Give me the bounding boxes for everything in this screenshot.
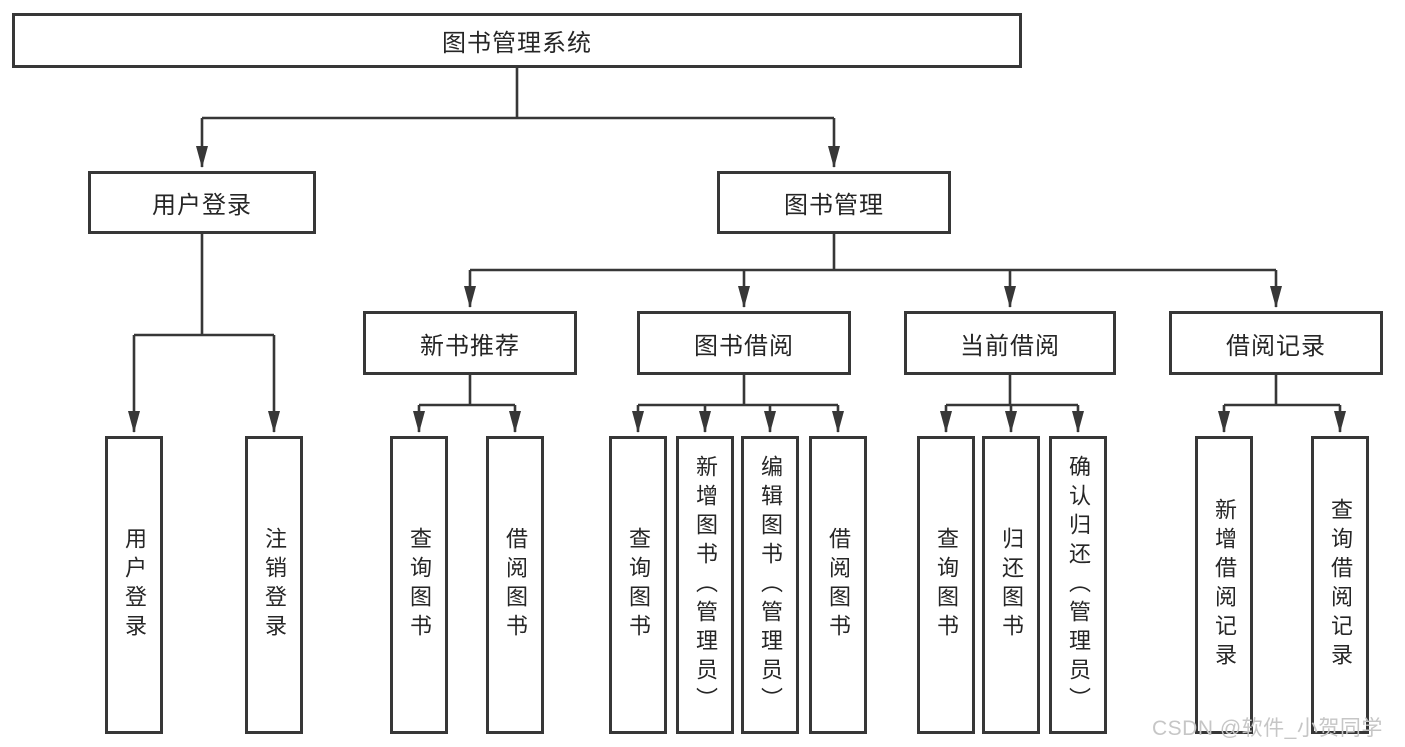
node-book-borrow-label: 图书借阅 <box>694 332 794 360</box>
leaf-borrow-query-books-label: 查询图书 <box>626 527 651 643</box>
node-current-borrow-label: 当前借阅 <box>960 332 1060 360</box>
leaf-newbook-query-books-label: 查询图书 <box>407 527 432 643</box>
leaf-records-add-record-label: 新增借阅记录 <box>1212 498 1237 672</box>
node-root-label: 图书管理系统 <box>442 30 592 57</box>
node-book-management: 图书管理 <box>717 171 951 234</box>
leaf-current-return-books: 归还图书 <box>982 436 1040 734</box>
leaf-current-confirm-return-admin-label: 确认归还（管理员） <box>1066 454 1091 716</box>
leaf-current-query-books-label: 查询图书 <box>934 527 959 643</box>
connector-book-management <box>464 234 1282 308</box>
leaf-newbook-borrow-books: 借阅图书 <box>486 436 544 734</box>
connector-book-borrow <box>632 375 844 433</box>
leaf-user-login: 用户登录 <box>105 436 163 734</box>
node-borrow-records-label: 借阅记录 <box>1226 332 1326 360</box>
leaf-borrow-add-books-admin-label: 新增图书（管理员） <box>693 454 718 716</box>
leaf-borrow-add-books-admin: 新增图书（管理员） <box>676 436 734 734</box>
connector-root <box>196 68 840 168</box>
leaf-borrow-query-books: 查询图书 <box>609 436 667 734</box>
leaf-borrow-edit-books-admin: 编辑图书（管理员） <box>741 436 799 734</box>
leaf-records-query-record: 查询借阅记录 <box>1311 436 1369 734</box>
watermark: CSDN @软件_小贺同学 <box>1152 717 1383 740</box>
leaf-borrow-borrow-books: 借阅图书 <box>809 436 867 734</box>
leaf-borrow-borrow-books-label: 借阅图书 <box>826 527 851 643</box>
node-root: 图书管理系统 <box>12 13 1022 68</box>
leaf-newbook-query-books: 查询图书 <box>390 436 448 734</box>
leaf-current-query-books: 查询图书 <box>917 436 975 734</box>
node-book-borrow: 图书借阅 <box>637 311 851 375</box>
connector-user-login <box>128 234 280 433</box>
node-current-borrow: 当前借阅 <box>904 311 1116 375</box>
leaf-logout-label: 注销登录 <box>262 527 287 643</box>
leaf-borrow-edit-books-admin-label: 编辑图书（管理员） <box>758 454 783 716</box>
node-user-login: 用户登录 <box>88 171 316 234</box>
node-new-book-recommend-label: 新书推荐 <box>420 332 520 360</box>
connector-borrow-records <box>1218 375 1346 433</box>
node-book-management-label: 图书管理 <box>784 192 884 219</box>
leaf-newbook-borrow-books-label: 借阅图书 <box>503 527 528 643</box>
node-user-login-label: 用户登录 <box>152 192 252 219</box>
leaf-user-login-label: 用户登录 <box>122 527 147 643</box>
connector-new-book-recommend <box>413 375 521 433</box>
leaf-logout: 注销登录 <box>245 436 303 734</box>
leaf-records-query-record-label: 查询借阅记录 <box>1328 498 1353 672</box>
connector-current-borrow <box>940 375 1084 433</box>
leaf-records-add-record: 新增借阅记录 <box>1195 436 1253 734</box>
node-new-book-recommend: 新书推荐 <box>363 311 577 375</box>
leaf-current-return-books-label: 归还图书 <box>999 527 1024 643</box>
node-borrow-records: 借阅记录 <box>1169 311 1383 375</box>
leaf-current-confirm-return-admin: 确认归还（管理员） <box>1049 436 1107 734</box>
